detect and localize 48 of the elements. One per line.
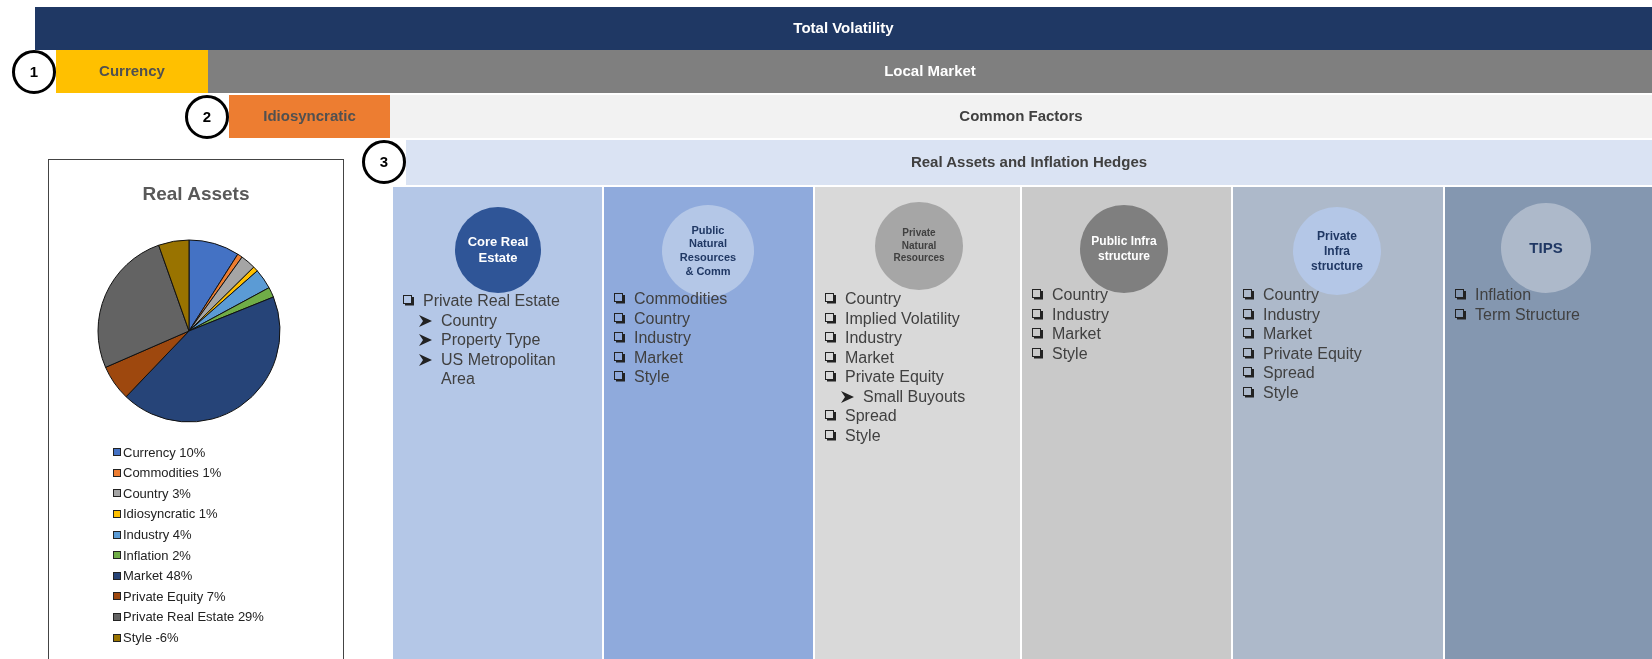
category-column bbox=[604, 187, 813, 659]
idiosyncratic-band: Idiosyncratic bbox=[229, 95, 390, 138]
list-item-text: Market bbox=[634, 347, 683, 367]
list-item-text: Country bbox=[441, 310, 498, 330]
list-item-text: Implied Volatility bbox=[845, 308, 960, 328]
legend-label: Style -6% bbox=[123, 628, 179, 647]
list-item-text: Industry bbox=[1052, 304, 1109, 324]
list-item-text: Market bbox=[1263, 324, 1312, 344]
legend-label: Private Equity 7% bbox=[123, 587, 226, 606]
list-item-text: Market bbox=[845, 347, 894, 367]
list-item-text: Industry bbox=[845, 328, 902, 348]
local-market-band: Local Market bbox=[208, 50, 1652, 93]
list-item-text: Property Type bbox=[441, 330, 541, 350]
legend-label: Country 3% bbox=[123, 484, 191, 503]
legend-label: Inflation 2% bbox=[123, 546, 191, 565]
list-item-text: Style bbox=[1263, 382, 1299, 402]
list-item-text: Small Buyouts bbox=[863, 386, 966, 406]
list-item-text: Private Real Estate bbox=[423, 291, 560, 311]
category-column bbox=[815, 187, 1020, 659]
list-item-text: Spread bbox=[1263, 363, 1315, 383]
list-item-text: Term Structure bbox=[1475, 304, 1580, 324]
legend-label: Industry 4% bbox=[123, 525, 192, 544]
category-column bbox=[393, 187, 602, 659]
currency-band: Currency bbox=[56, 50, 208, 93]
category-column bbox=[1445, 187, 1652, 659]
list-item-text: Spread bbox=[845, 406, 897, 426]
list-item-text: Industry bbox=[634, 328, 691, 348]
list-item-text: Style bbox=[1052, 343, 1088, 363]
list-item-text: Market bbox=[1052, 324, 1101, 344]
list-item-text: Style bbox=[845, 425, 881, 445]
list-item-text: Style bbox=[634, 367, 670, 387]
category-column bbox=[1022, 187, 1231, 659]
legend-label: Private Real Estate 29% bbox=[123, 608, 264, 627]
list-item-text: Industry bbox=[1263, 304, 1320, 324]
list-item-text: US Metropolitan Area bbox=[441, 349, 557, 389]
legend-label: Market 48% bbox=[123, 567, 193, 586]
category-column bbox=[1233, 187, 1443, 659]
common-factors-band: Common Factors bbox=[390, 95, 1652, 138]
list-item-text: Country bbox=[634, 308, 691, 328]
list-item-text: Country bbox=[845, 289, 902, 309]
list-item-text: Private Equity bbox=[1263, 343, 1362, 363]
real-assets-band: Real Assets and Inflation Hedges bbox=[406, 140, 1652, 185]
legend-label: Currency 10% bbox=[123, 443, 206, 462]
list-item-text: Private Equity bbox=[845, 367, 944, 387]
chart-title: Real Assets bbox=[141, 182, 251, 206]
legend-label: Idiosyncratic 1% bbox=[123, 505, 218, 524]
header-band: Total Volatility bbox=[35, 7, 1652, 50]
legend-label: Commodities 1% bbox=[123, 464, 222, 483]
